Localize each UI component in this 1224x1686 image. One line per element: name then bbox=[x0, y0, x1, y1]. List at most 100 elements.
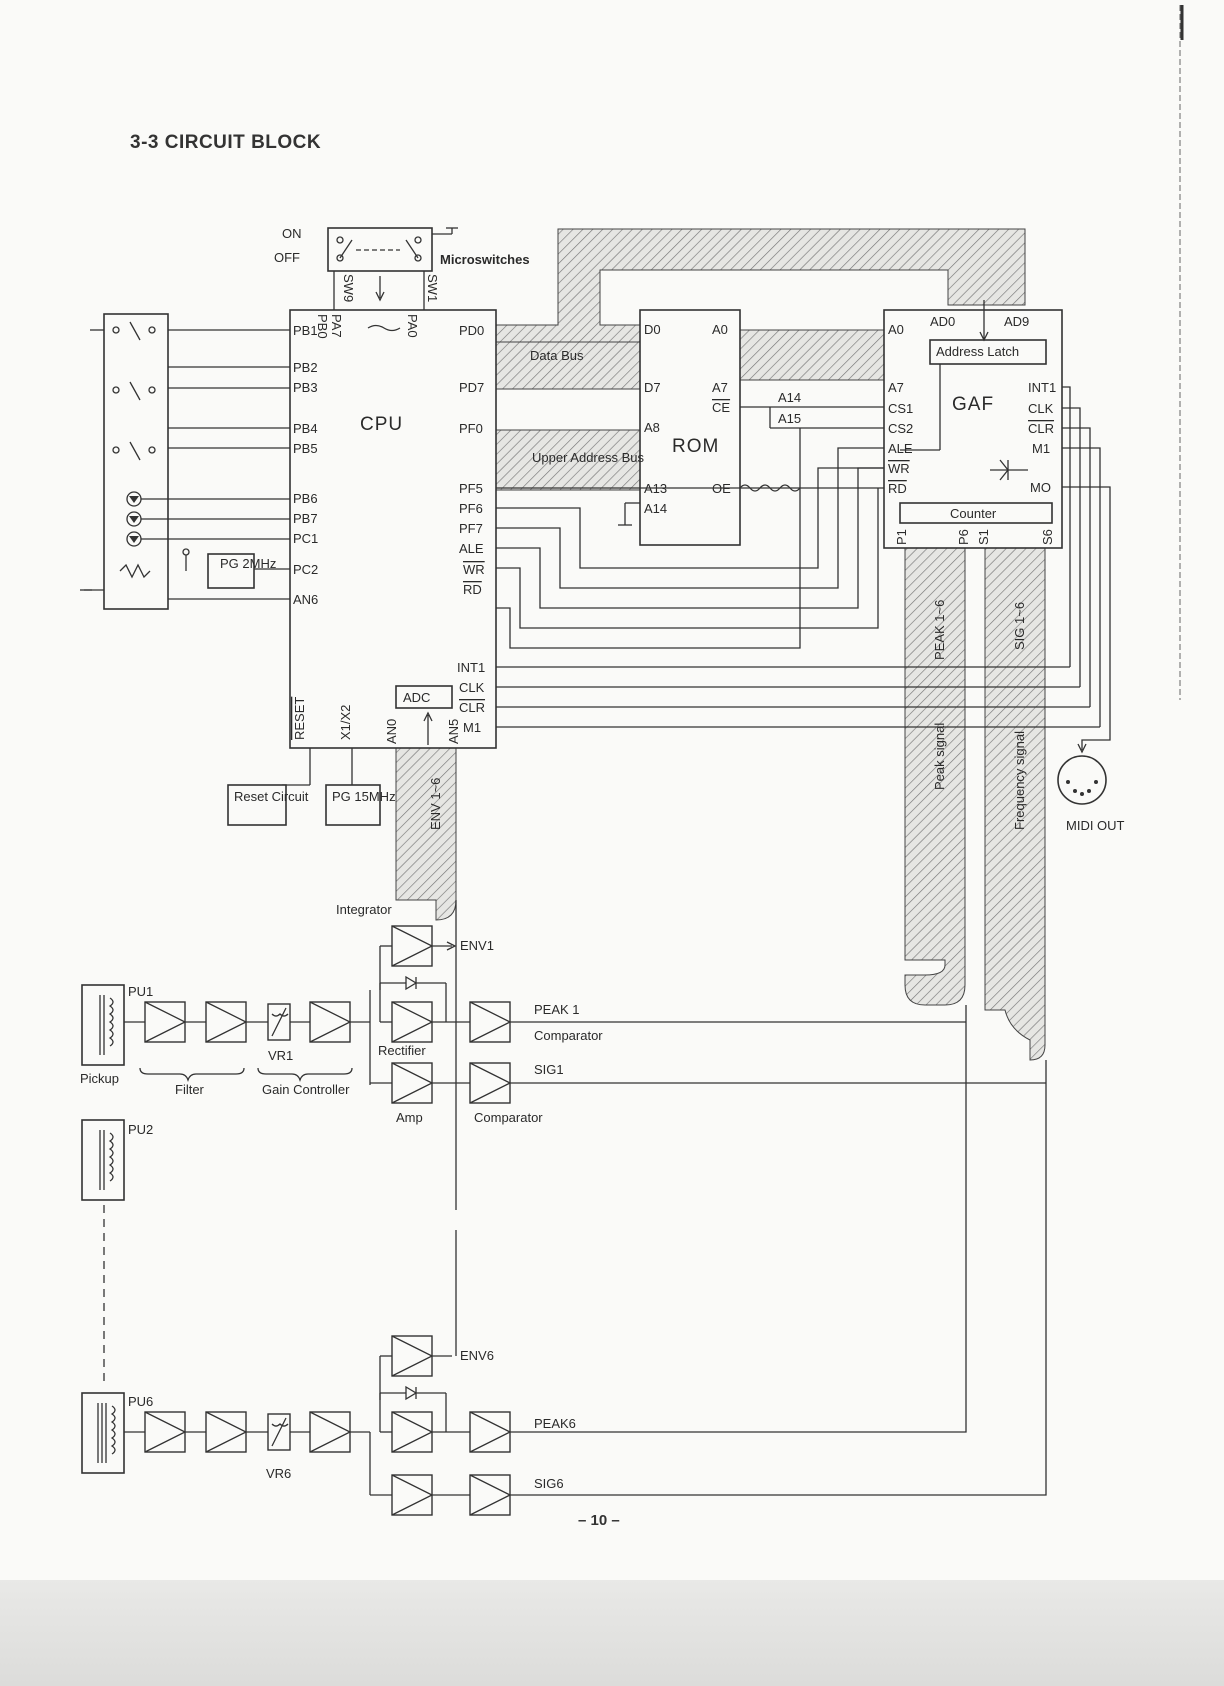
amp-label: Amp bbox=[396, 1110, 423, 1125]
cpu-pin-pd7: PD7 bbox=[459, 380, 484, 395]
cpu-label: CPU bbox=[360, 414, 403, 435]
integrator-label: Integrator bbox=[336, 902, 392, 917]
microswitches: ON OFF Microswitches SW9 SW1 bbox=[274, 226, 530, 310]
cpu-pin-pf0: PF0 bbox=[459, 421, 483, 436]
sw1-label: SW1 bbox=[425, 274, 440, 302]
control-lines: A14 A15 bbox=[496, 386, 1111, 754]
panel-to-cpu-wires bbox=[141, 329, 290, 600]
cpu-pin-pa0: PA0 bbox=[405, 314, 420, 338]
address-bus-rom-gaf bbox=[739, 329, 885, 381]
channel-6: PU6 VR6 ENV6 PEAK6 SIG6 bbox=[81, 1005, 1047, 1516]
peak1-label: PEAK 1 bbox=[534, 1002, 580, 1017]
midi-connector-icon bbox=[1057, 755, 1107, 805]
gaf-pin-s1: S1 bbox=[976, 529, 991, 545]
pickup-2-label: PU2 bbox=[128, 1122, 153, 1137]
cpu-pin-pb2: PB2 bbox=[293, 360, 318, 375]
sig-bus bbox=[984, 547, 1046, 1061]
cpu-block: CPU PB1 PB2 PB3 PB4 PB5 PB6 PB7 PC1 PC2 … bbox=[289, 309, 497, 749]
adc-box bbox=[395, 685, 453, 709]
pickup-6-icon bbox=[81, 1392, 125, 1474]
peak6-label: PEAK6 bbox=[534, 1416, 576, 1431]
a15-label: A15 bbox=[778, 411, 801, 426]
gaf-pin-clk: CLK bbox=[1028, 401, 1054, 416]
cpu-pin-reset: RESET bbox=[292, 697, 307, 740]
pg-2mhz: PG 2MHz bbox=[207, 553, 276, 589]
circuit-block-diagram: ON OFF Microswitches SW9 SW1 CPU PB1 PB2… bbox=[80, 5, 1184, 1516]
gaf-pin-int1: INT1 bbox=[1028, 380, 1056, 395]
vr1-label: VR1 bbox=[268, 1048, 293, 1063]
adc-label: ADC bbox=[403, 690, 430, 705]
reset-circuit-label: Reset Circuit bbox=[234, 789, 309, 804]
gaf-label: GAF bbox=[952, 394, 994, 415]
address-latch-label: Address Latch bbox=[936, 344, 1019, 359]
reset-and-clock: Reset Circuit PG 15MHz bbox=[227, 748, 396, 826]
cpu-pin-clk: CLK bbox=[459, 680, 485, 695]
cpu-pin-pb5: PB5 bbox=[293, 441, 318, 456]
rom-box bbox=[639, 309, 741, 546]
cpu-pin-pb7: PB7 bbox=[293, 511, 318, 526]
cpu-pin-ale: ALE bbox=[459, 541, 484, 556]
cpu-pin-pf5: PF5 bbox=[459, 481, 483, 496]
rectifier-label: Rectifier bbox=[378, 1043, 426, 1058]
upper-address-bus-label: Upper Address Bus bbox=[532, 450, 645, 465]
cpu-pin-pa7: PA7 bbox=[329, 314, 344, 338]
rom-pin-a0: A0 bbox=[712, 322, 728, 337]
cpu-pin-an0: AN0 bbox=[384, 719, 399, 744]
env-bus-label: ENV 1~6 bbox=[428, 778, 443, 830]
channel-1: PU1 Pickup VR1 Filter Gain Controller In… bbox=[80, 900, 1046, 1210]
channel-2: PU2 bbox=[81, 1119, 153, 1385]
sig1-label: SIG1 bbox=[534, 1062, 564, 1077]
cpu-pin-pb3: PB3 bbox=[293, 380, 318, 395]
gaf-pin-ale: ALE bbox=[888, 441, 913, 456]
peak-signal-label: Peak signal bbox=[932, 723, 947, 790]
rom-pin-a8: A8 bbox=[644, 420, 660, 435]
gaf-pin-a7: A7 bbox=[888, 380, 904, 395]
cpu-pin-m1: M1 bbox=[463, 720, 481, 735]
cpu-pin-wr: WR bbox=[463, 562, 485, 577]
panel-frame bbox=[103, 313, 169, 610]
comparator-label-1: Comparator bbox=[534, 1028, 603, 1043]
panel-switches-leds bbox=[80, 313, 190, 610]
gaf-pin-s6: S6 bbox=[1040, 529, 1055, 545]
env-bus bbox=[395, 747, 457, 921]
rom-pin-a7: A7 bbox=[712, 380, 728, 395]
bus-shapes bbox=[395, 228, 1046, 1061]
gaf-pin-mo: MO bbox=[1030, 480, 1051, 495]
gaf-block: GAF Address Latch Counter A0 AD0 AD9 A7 … bbox=[883, 300, 1063, 549]
midi-out-label: MIDI OUT bbox=[1066, 818, 1125, 833]
rom-pin-d7: D7 bbox=[644, 380, 661, 395]
peak-bus-label: PEAK 1~6 bbox=[932, 600, 947, 660]
gaf-pin-ad9: AD9 bbox=[1004, 314, 1029, 329]
cpu-pin-int1: INT1 bbox=[457, 660, 485, 675]
cpu-pin-pf6: PF6 bbox=[459, 501, 483, 516]
pickup-1-label: PU1 bbox=[128, 984, 153, 999]
pg15-label: PG 15MHz bbox=[332, 789, 396, 804]
peak-bus bbox=[904, 547, 966, 1006]
pickup-1-icon bbox=[81, 984, 125, 1066]
rom-pin-a14: A14 bbox=[644, 501, 667, 516]
comparator-label-2: Comparator bbox=[474, 1110, 543, 1125]
counter-label: Counter bbox=[950, 506, 997, 521]
gaf-pin-cs1: CS1 bbox=[888, 401, 913, 416]
pg2-box bbox=[207, 553, 255, 589]
pickup-6-label: PU6 bbox=[128, 1394, 153, 1409]
gaf-pin-clr: CLR bbox=[1028, 421, 1054, 436]
cpu-pin-pf7: PF7 bbox=[459, 521, 483, 536]
pickup-label: Pickup bbox=[80, 1071, 119, 1086]
cpu-pin-rd: RD bbox=[463, 582, 482, 597]
cpu-box bbox=[289, 309, 497, 749]
a14-label: A14 bbox=[778, 390, 801, 405]
rom-pin-ce: CE bbox=[712, 400, 730, 415]
sw9-label: SW9 bbox=[341, 274, 356, 302]
gaf-pin-m1: M1 bbox=[1032, 441, 1050, 456]
gaf-pin-cs2: CS2 bbox=[888, 421, 913, 436]
address-latch-box bbox=[929, 339, 1047, 365]
midi-out: MIDI OUT bbox=[1057, 755, 1125, 833]
pg2-label: PG 2MHz bbox=[220, 556, 276, 571]
gaf-pin-p1: P1 bbox=[894, 529, 909, 545]
cpu-pin-pc2: PC2 bbox=[293, 562, 318, 577]
switch-on-label: ON bbox=[282, 226, 302, 241]
pickup-2-icon bbox=[81, 1119, 125, 1201]
microswitches-label: Microswitches bbox=[440, 252, 530, 267]
cpu-pin-an5: AN5 bbox=[446, 719, 461, 744]
